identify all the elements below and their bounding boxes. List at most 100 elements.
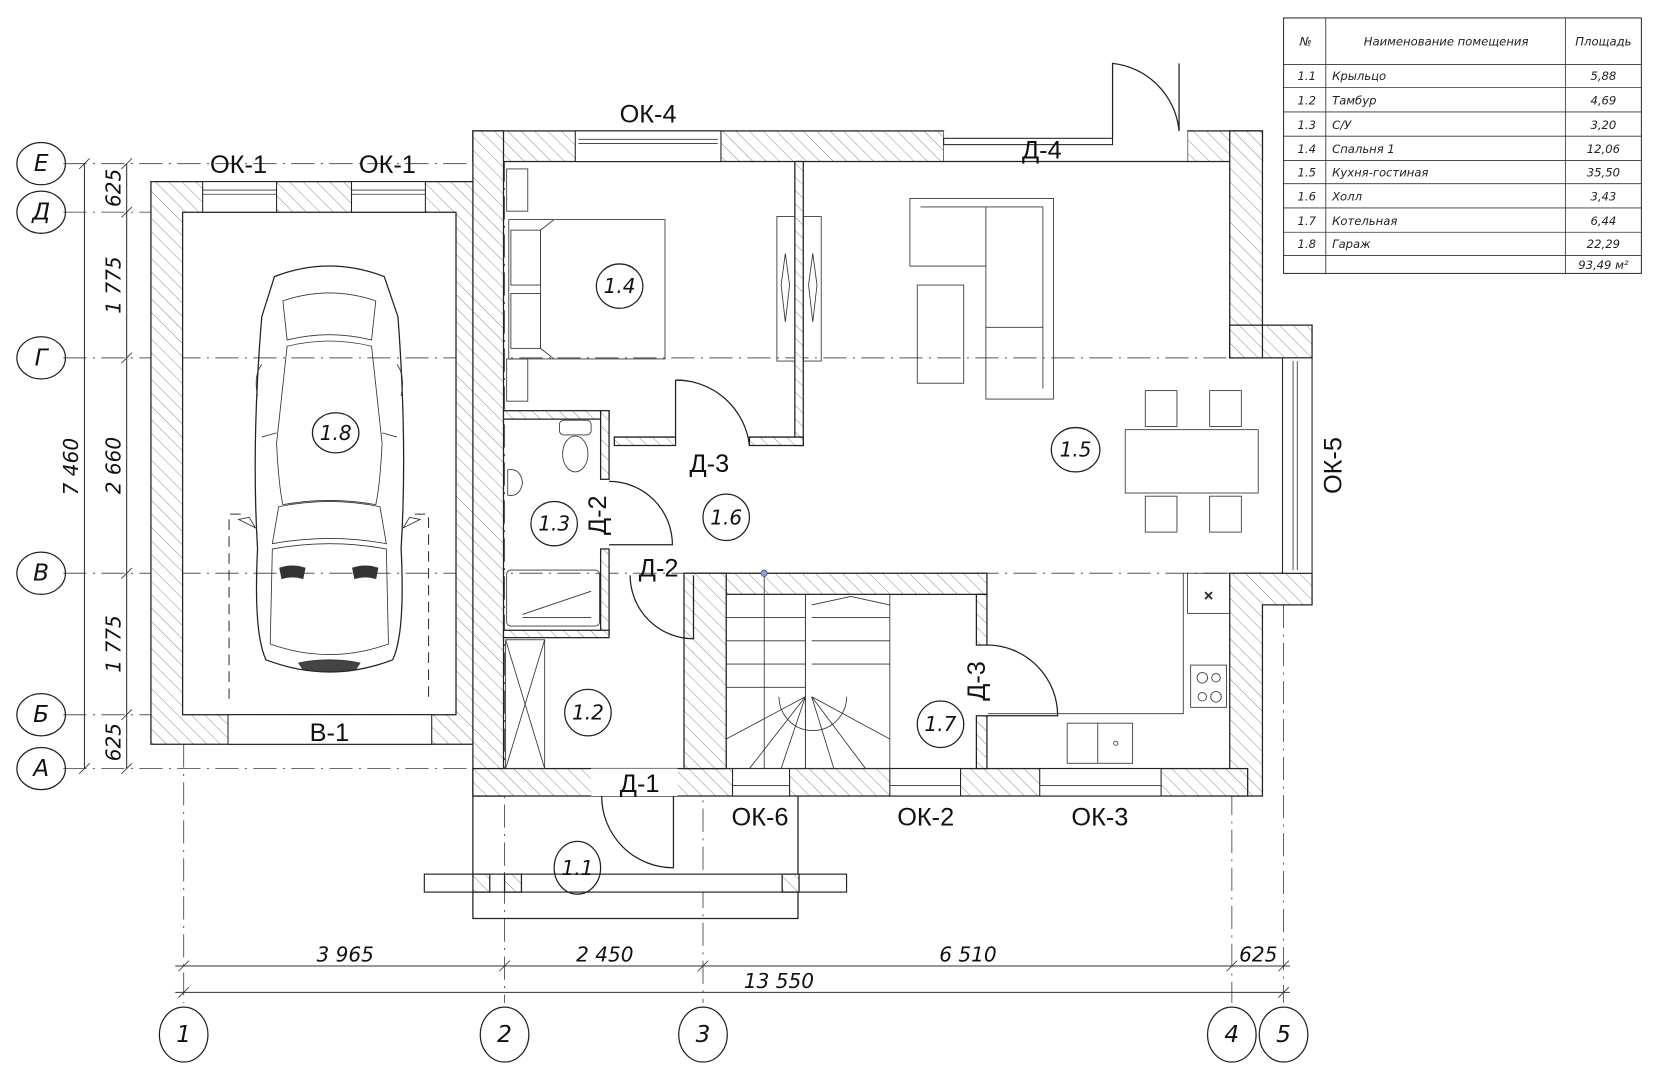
table-row: 1.2 Тамбур 4,69 — [1298, 94, 1617, 108]
window-ok6 — [732, 768, 791, 797]
svg-text:Крыльцо: Крыльцо — [1332, 69, 1386, 83]
axis-marker-4: 4 — [1206, 1006, 1257, 1063]
svg-text:1.2: 1.2 — [1298, 94, 1316, 108]
axis-marker-D: Д — [16, 190, 67, 234]
svg-text:5,88: 5,88 — [1590, 69, 1616, 83]
dim-vertical-seg-1: 625 — [101, 169, 125, 207]
window-ok3 — [1039, 768, 1162, 797]
dim-vertical-seg-5: 625 — [101, 723, 125, 761]
washbasin-icon — [507, 469, 523, 496]
gate-v1 — [227, 714, 433, 745]
room-marker-1.4: 1.4 — [604, 274, 636, 298]
fridge-icon — [1187, 572, 1231, 614]
svg-text:3,43: 3,43 — [1590, 190, 1616, 204]
closet-icon — [505, 639, 546, 769]
door-d3-swing — [674, 379, 751, 446]
table-header-area: Площадь — [1575, 34, 1631, 48]
door-d3-boiler-swing — [986, 644, 1059, 717]
axis-marker-5: 5 — [1258, 1006, 1309, 1063]
label-ok5: ОК-5 — [1320, 437, 1348, 494]
axis-marker-1: 1 — [158, 1006, 209, 1063]
svg-text:3,20: 3,20 — [1590, 118, 1616, 132]
window-ok4 — [574, 130, 722, 163]
svg-text:Д: Д — [31, 199, 50, 226]
column-markers: 1 2 3 4 5 — [158, 1006, 1309, 1063]
door-d2-tambur-swing — [629, 575, 695, 640]
room-marker-1.1: 1.1 — [561, 856, 593, 880]
main-house-walls — [472, 62, 1313, 869]
staircase — [725, 569, 891, 769]
svg-text:1.1: 1.1 — [1298, 69, 1316, 83]
axis-marker-3: 3 — [678, 1006, 728, 1063]
svg-text:В: В — [33, 560, 49, 587]
window-ok1-left — [202, 181, 278, 213]
dim-horizontal-total: 13 550 — [744, 969, 814, 993]
room-marker-1.5: 1.5 — [1060, 438, 1092, 462]
label-d1: Д-1 — [620, 770, 660, 798]
axis-marker-2: 2 — [479, 1006, 530, 1063]
car-icon — [237, 265, 422, 673]
table-row: 1.5 Кухня-гостиная 35,50 — [1298, 165, 1620, 179]
svg-text:×: × — [1203, 588, 1214, 603]
table-row: 1.8 Гараж 22,29 — [1298, 237, 1620, 251]
table-row: 1.4 Спальня 1 12,06 — [1298, 142, 1620, 156]
door-swings — [609, 379, 1059, 717]
toilet-icon — [559, 419, 592, 473]
svg-text:Г: Г — [35, 344, 50, 371]
svg-text:3: 3 — [696, 1021, 711, 1048]
svg-text:1.5: 1.5 — [1298, 165, 1316, 179]
dim-vertical-total: 7 460 — [59, 438, 83, 495]
svg-text:35,50: 35,50 — [1587, 165, 1620, 179]
vertical-dimensions: 7 460 625 1 775 2 660 1 775 625 — [59, 158, 133, 775]
room-marker-1.8: 1.8 — [320, 421, 352, 445]
svg-text:Котельная: Котельная — [1332, 214, 1397, 228]
svg-text:22,29: 22,29 — [1587, 237, 1620, 251]
sofa-icon — [909, 198, 1054, 400]
svg-text:1.4: 1.4 — [1298, 142, 1316, 156]
furniture: × — [505, 168, 1259, 769]
label-d4: Д-4 — [1022, 136, 1062, 164]
svg-text:6,44: 6,44 — [1590, 214, 1616, 228]
svg-text:1.6: 1.6 — [1298, 190, 1316, 204]
door-d1-swing — [601, 796, 675, 869]
svg-text:2: 2 — [497, 1021, 512, 1048]
window-ok2 — [889, 768, 962, 797]
svg-text:1.3: 1.3 — [1298, 118, 1316, 132]
svg-text:4: 4 — [1224, 1021, 1239, 1048]
room-marker-1.7: 1.7 — [925, 712, 957, 736]
dim-horizontal-seg-3: 6 510 — [939, 943, 996, 967]
svg-text:Спальня 1: Спальня 1 — [1332, 142, 1395, 156]
table-row: 1.3 С/У 3,20 — [1298, 118, 1617, 132]
axis-marker-B: Б — [16, 692, 67, 737]
svg-text:Гараж: Гараж — [1332, 237, 1371, 251]
horizontal-dimensions: 3 965 2 450 6 510 625 13 550 — [175, 943, 1290, 998]
garage: 1.8 ОК-1 ОК-1 В-1 — [150, 151, 489, 747]
coffee-table-icon — [916, 284, 965, 384]
dim-horizontal-seg-1: 3 965 — [316, 943, 373, 967]
dim-vertical-seg-3: 2 660 — [101, 437, 125, 494]
svg-text:А: А — [31, 755, 49, 782]
row-markers: Е Д Г В Б А — [16, 141, 67, 791]
label-ok6: ОК-6 — [732, 804, 789, 832]
sliding-wardrobe-icon — [776, 216, 822, 362]
window-ok1-right — [350, 181, 426, 213]
axis-marker-V: В — [16, 551, 67, 596]
room-marker-1.2: 1.2 — [572, 701, 604, 725]
svg-text:Б: Б — [33, 701, 49, 728]
svg-text:1.7: 1.7 — [1298, 214, 1317, 228]
room-markers: 1.1 1.2 1.3 1.4 1.5 1.6 1.7 — [530, 263, 1101, 895]
svg-text:Холл: Холл — [1331, 190, 1362, 204]
dim-vertical-seg-2: 1 775 — [101, 256, 125, 313]
porch — [423, 796, 848, 920]
svg-text:5: 5 — [1276, 1021, 1291, 1048]
sink-icon — [1066, 722, 1134, 764]
label-ok3: ОК-3 — [1071, 804, 1128, 832]
room-marker-1.8-circle — [311, 412, 360, 454]
room-marker-1.6: 1.6 — [710, 505, 742, 529]
label-d2-bath: Д-2 — [584, 495, 612, 535]
axis-marker-E: Е — [16, 141, 67, 186]
dim-horizontal-seg-2: 2 450 — [576, 943, 633, 967]
label-d3-boiler: Д-3 — [963, 661, 991, 701]
label-ok1-left: ОК-1 — [210, 151, 267, 179]
